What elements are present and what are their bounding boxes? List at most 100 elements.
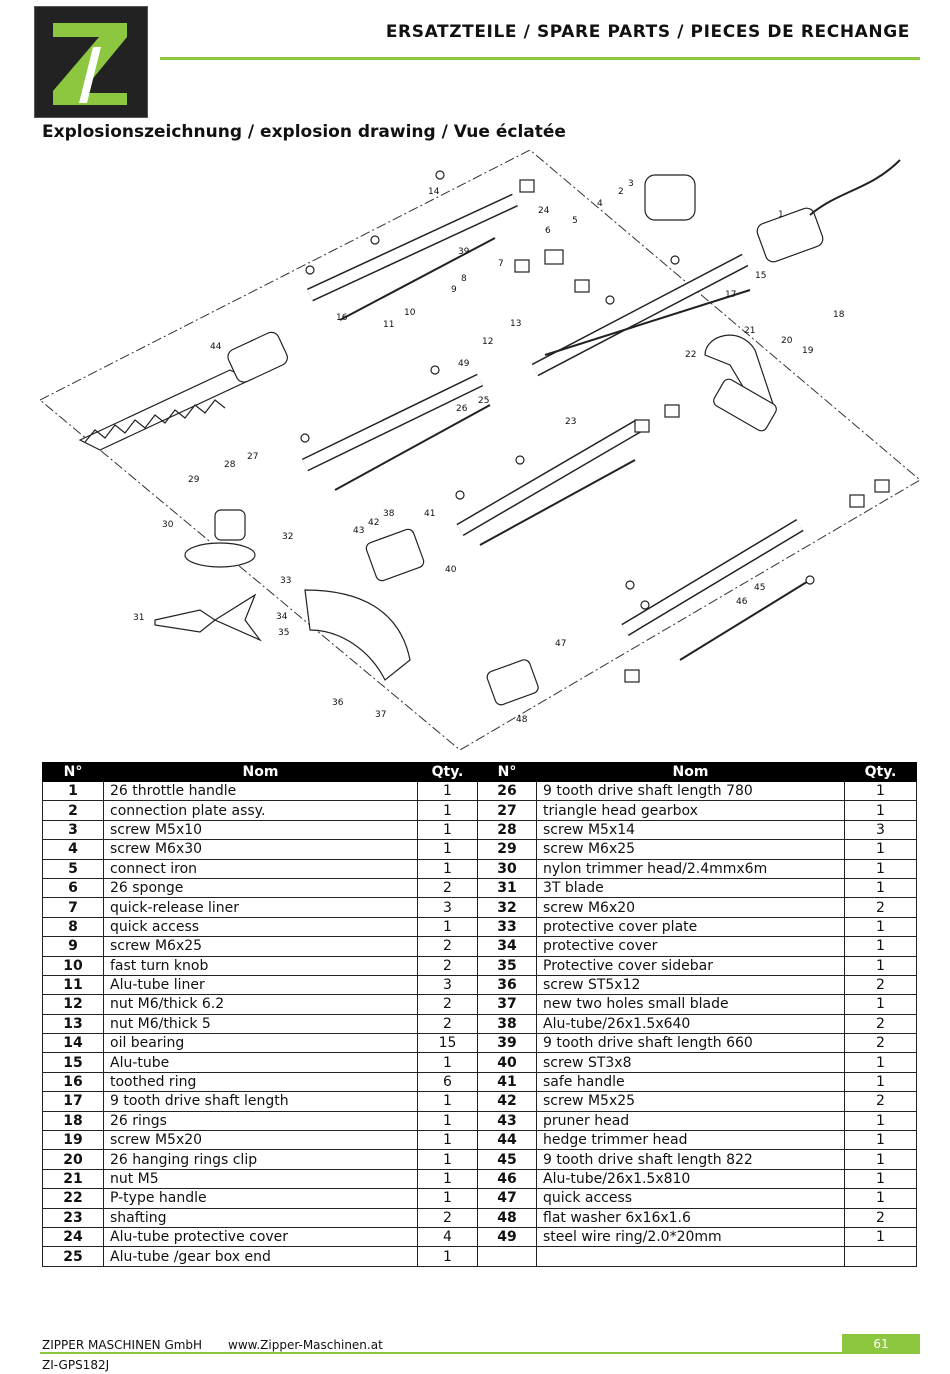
part-qty: 1 (417, 839, 478, 860)
col-header-name: Nom (536, 762, 845, 782)
part-number: 7 (42, 897, 104, 918)
part-number: 2 (42, 800, 104, 821)
svg-text:44: 44 (210, 342, 222, 352)
part-number: 47 (477, 1188, 537, 1209)
part-qty: 1 (417, 1188, 478, 1209)
svg-text:37: 37 (375, 710, 386, 720)
part-name: nylon trimmer head/2.4mmx6m (536, 858, 845, 879)
part-qty: 1 (844, 1188, 917, 1209)
part-qty: 6 (417, 1071, 478, 1093)
col-header-qty: Qty. (417, 762, 478, 782)
part-name: P-type handle (103, 1188, 418, 1209)
col-header-qty: Qty. (844, 762, 917, 782)
part-number: 16 (42, 1071, 104, 1093)
part-number: 39 (477, 1033, 537, 1054)
svg-text:6: 6 (545, 226, 551, 236)
svg-text:4: 4 (597, 199, 603, 209)
table-header-row: N° Nom Qty. N° Nom Qty. (42, 762, 917, 782)
part-name: screw M5x25 (536, 1091, 845, 1112)
part-qty: 1 (417, 819, 478, 841)
svg-text:42: 42 (368, 518, 379, 528)
part-name: safe handle (536, 1071, 845, 1093)
svg-text:19: 19 (802, 346, 814, 356)
part-number: 38 (477, 1013, 537, 1035)
svg-text:18: 18 (833, 310, 845, 320)
page-header-title: ERSATZTEILE / SPARE PARTS / PIECES DE RE… (385, 22, 910, 42)
part-name: screw M6x20 (536, 897, 845, 918)
svg-text:20: 20 (781, 336, 793, 346)
svg-text:15: 15 (755, 271, 766, 281)
part-qty: 1 (844, 1110, 917, 1132)
part-qty: 1 (417, 1130, 478, 1151)
part-name: quick access (103, 916, 418, 938)
part-name: 9 tooth drive shaft length 660 (536, 1033, 845, 1054)
part-name: screw ST3x8 (536, 1052, 845, 1073)
part-qty: 2 (417, 955, 478, 976)
part-qty: 2 (417, 877, 478, 899)
part-number: 22 (42, 1188, 104, 1209)
part-qty: 3 (417, 974, 478, 996)
svg-text:46: 46 (736, 597, 748, 607)
part-name: new two holes small blade (536, 994, 845, 1015)
footer-model: ZI-GPS182J (42, 1358, 110, 1372)
part-name: nut M6/thick 6.2 (103, 994, 418, 1015)
part-qty: 1 (417, 1246, 478, 1267)
part-name: 26 rings (103, 1110, 418, 1132)
svg-text:25: 25 (478, 396, 489, 406)
part-qty: 1 (417, 780, 478, 802)
part-name: Alu-tube (103, 1052, 418, 1073)
svg-text:38: 38 (383, 509, 395, 519)
svg-text:16: 16 (336, 313, 348, 323)
part-qty: 1 (844, 1168, 917, 1190)
svg-text:7: 7 (498, 259, 504, 269)
part-qty: 1 (417, 916, 478, 938)
part-number: 21 (42, 1168, 104, 1190)
part-qty: 4 (417, 1226, 478, 1248)
part-name: quick access (536, 1188, 845, 1209)
part-number: 40 (477, 1052, 537, 1073)
part-name: nut M5 (103, 1168, 418, 1190)
part-qty: 2 (844, 1033, 917, 1054)
part-name: Alu-tube/26x1.5x810 (536, 1168, 845, 1190)
svg-text:31: 31 (133, 613, 144, 623)
svg-text:45: 45 (754, 583, 765, 593)
svg-text:34: 34 (276, 612, 288, 622)
part-number: 44 (477, 1130, 537, 1151)
part-name: pruner head (536, 1110, 845, 1132)
part-number: 43 (477, 1110, 537, 1132)
part-qty: 1 (844, 1130, 917, 1151)
part-qty: 1 (844, 936, 917, 957)
part-number: 20 (42, 1149, 104, 1170)
part-name: 26 sponge (103, 877, 418, 899)
part-name: screw M6x25 (103, 936, 418, 957)
part-number: 5 (42, 858, 104, 879)
svg-text:43: 43 (353, 526, 364, 536)
svg-text:2: 2 (618, 187, 624, 197)
footer-company: ZIPPER MASCHINEN GmbH (42, 1338, 203, 1352)
part-qty: 1 (844, 1052, 917, 1073)
part-name: Alu-tube /gear box end (103, 1246, 418, 1267)
part-number: 6 (42, 877, 104, 899)
part-qty: 1 (417, 858, 478, 879)
part-qty: 1 (844, 858, 917, 879)
svg-text:11: 11 (383, 320, 394, 330)
section-title: Explosionszeichnung / explosion drawing … (42, 122, 566, 142)
part-name: quick-release liner (103, 897, 418, 918)
part-name: Protective cover sidebar (536, 955, 845, 976)
svg-text:35: 35 (278, 628, 289, 638)
part-number: 48 (477, 1207, 537, 1228)
part-number: 1 (42, 780, 104, 802)
part-number: 13 (42, 1013, 104, 1035)
part-name: connect iron (103, 858, 418, 879)
part-name: protective cover (536, 936, 845, 957)
